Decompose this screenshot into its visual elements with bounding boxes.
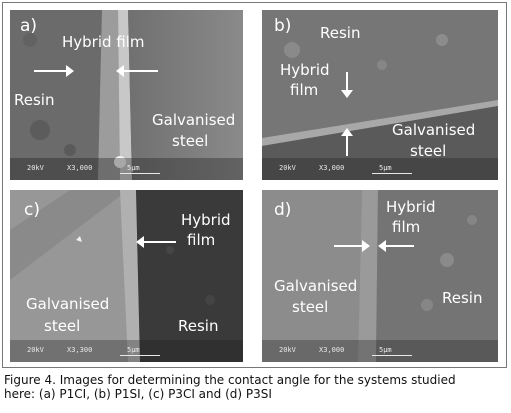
panel-b-steel-label: steel bbox=[410, 142, 447, 160]
panel-b-film-label: film bbox=[290, 81, 319, 99]
panel-d-micrograph bbox=[262, 190, 498, 362]
arrow-right-icon bbox=[34, 65, 74, 77]
arrow-left-icon bbox=[116, 65, 158, 77]
arrow-left-icon bbox=[378, 240, 414, 252]
figure-frame bbox=[2, 2, 507, 368]
panel-a-letter: a) bbox=[20, 16, 38, 36]
arrow-down-icon bbox=[341, 72, 353, 98]
panel-d-scalebar: 20kV X3,000 5μm bbox=[279, 346, 419, 358]
panel-c-scalebar: 20kV X3,300 5μm bbox=[27, 346, 167, 358]
panel-c-letter: c) bbox=[24, 200, 40, 220]
panel-b-micrograph bbox=[262, 10, 498, 180]
panel-c-micrograph bbox=[10, 190, 243, 362]
panel-d-film-label: film bbox=[392, 218, 421, 236]
panel-c-galvanised-label: Galvanised bbox=[26, 295, 110, 313]
panel-a-steel-label: steel bbox=[172, 132, 209, 150]
panel-c-sem-image: c) Hybrid film Galvanised steel Resin 20… bbox=[10, 190, 243, 362]
panel-b-scalebar: 20kV X3,000 5μm bbox=[279, 164, 419, 176]
panel-a-scalebar: 20kV X3,000 5μm bbox=[27, 164, 167, 176]
panel-d-galvanised-label: Galvanised bbox=[274, 277, 358, 295]
panel-d-resin-label: Resin bbox=[442, 289, 483, 307]
panel-a-sem-image: a) Hybrid film Resin Galvanised steel 20… bbox=[10, 10, 243, 180]
arrow-up-icon bbox=[341, 128, 353, 156]
figure-caption: Figure 4. Images for determining the con… bbox=[4, 373, 509, 401]
panel-b-sem-image: b) Resin Hybrid film Galvanised steel 20… bbox=[262, 10, 498, 180]
panel-a-micrograph bbox=[10, 10, 243, 180]
panel-c-film-label: film bbox=[187, 231, 216, 249]
panel-b-resin-label: Resin bbox=[320, 24, 361, 42]
panel-a-hybrid-film-label: Hybrid film bbox=[62, 33, 145, 51]
panel-a-resin-label: Resin bbox=[14, 91, 55, 109]
panel-d-letter: d) bbox=[274, 200, 292, 220]
caption-line-1: Figure 4. Images for determining the con… bbox=[4, 373, 456, 387]
caption-line-2: here: (a) P1CI, (b) P1SI, (c) P3CI and (… bbox=[4, 387, 272, 401]
panel-d-steel-label: steel bbox=[292, 298, 329, 316]
panel-d-sem-image: d) Hybrid film Galvanised steel Resin 20… bbox=[262, 190, 498, 362]
panel-c-hybrid-label: Hybrid bbox=[181, 211, 231, 229]
arrow-right-icon bbox=[334, 240, 370, 252]
panel-b-galvanised-label: Galvanised bbox=[392, 121, 476, 139]
panel-a-galvanised-label: Galvanised bbox=[152, 111, 236, 129]
panel-b-letter: b) bbox=[274, 16, 292, 36]
panel-b-hybrid-label: Hybrid bbox=[280, 61, 330, 79]
panel-c-steel-label: steel bbox=[44, 317, 81, 335]
panel-d-hybrid-label: Hybrid bbox=[386, 198, 436, 216]
panel-c-resin-label: Resin bbox=[178, 317, 219, 335]
arrow-left-icon bbox=[136, 236, 176, 248]
